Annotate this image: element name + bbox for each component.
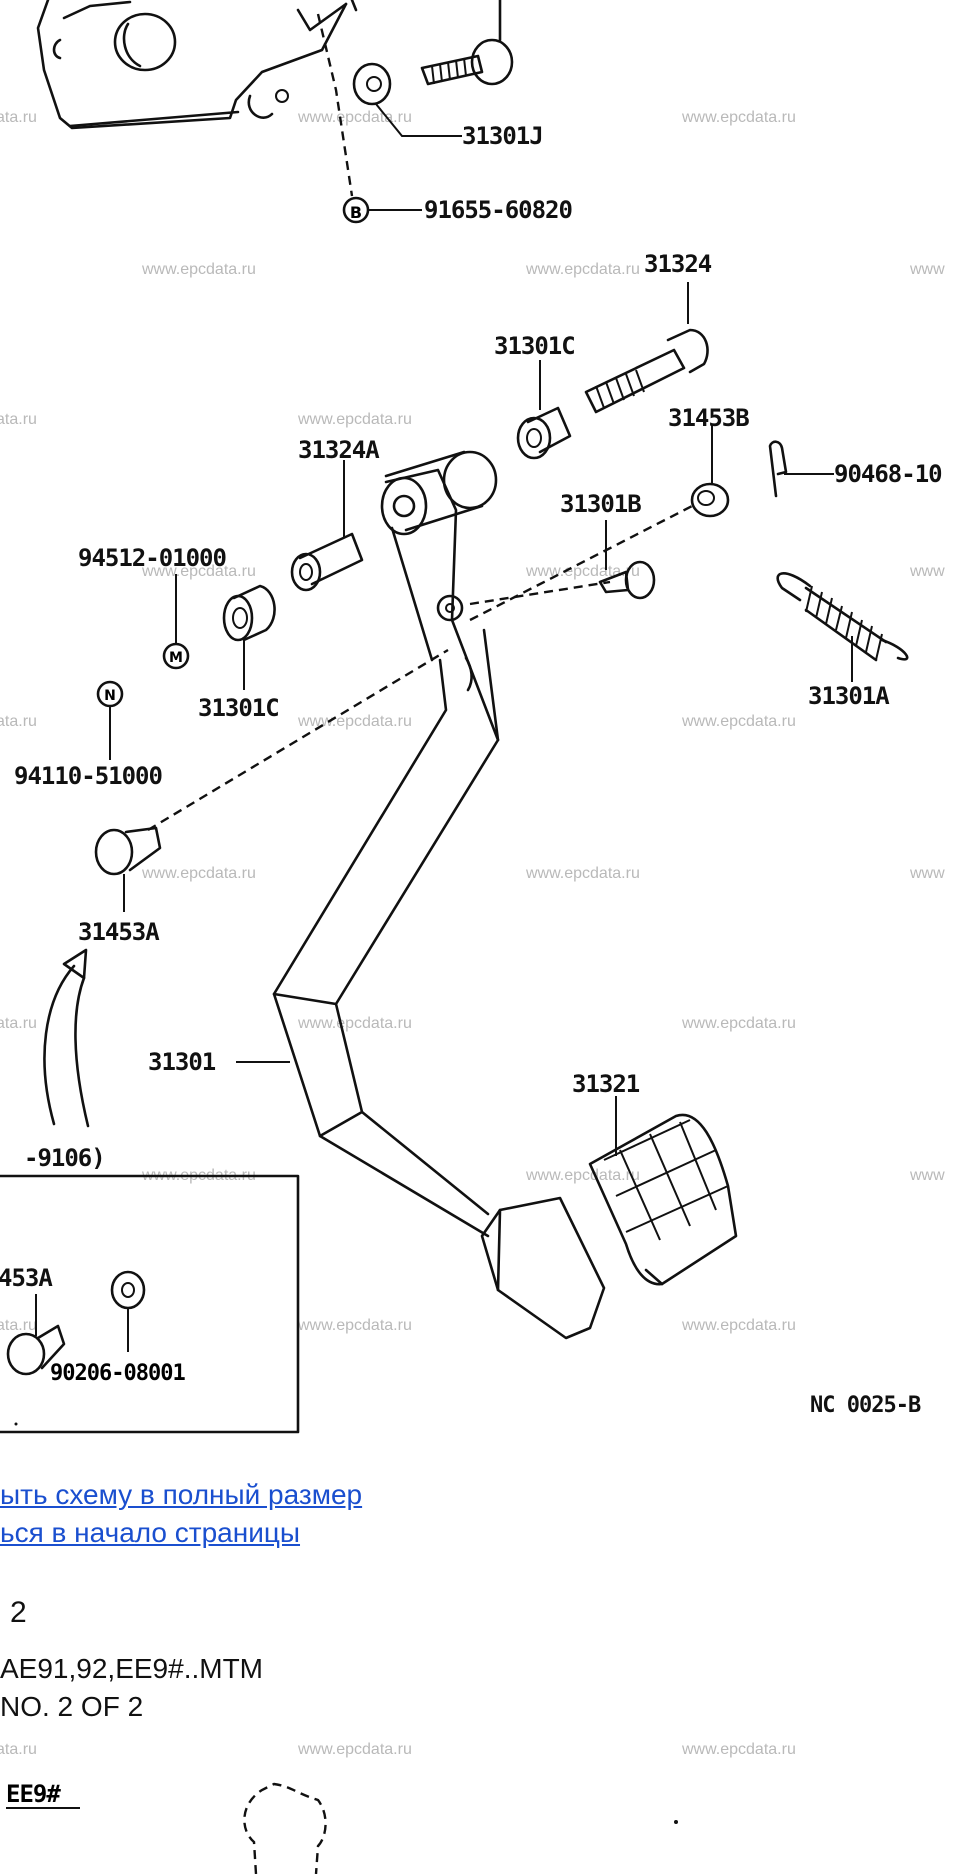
watermark: ata.ru <box>0 713 37 730</box>
watermark: www.epcdata.ru <box>141 865 256 882</box>
part-label-31301J: 31301J <box>462 122 543 150</box>
stopper-drawing <box>598 560 656 600</box>
pivot-bolt-drawing <box>584 316 709 414</box>
pedal-pad-drawing <box>588 1113 738 1286</box>
part-label-31321: 31321 <box>572 1070 640 1098</box>
circle-m-marker <box>162 642 190 670</box>
part-label-31453A: 31453A <box>78 918 160 946</box>
model-line: AE91,92,EE9#..MTM <box>0 1653 264 1684</box>
collar-drawing <box>690 482 730 518</box>
watermark: www.epcdata.ru <box>525 563 640 580</box>
watermark: www <box>909 1167 945 1184</box>
watermark: www.epcdata.ru <box>297 1317 412 1334</box>
tube-drawing <box>290 532 364 592</box>
return-spring-drawing <box>776 572 909 662</box>
open-full-size-link[interactable]: ыть схему в полный размер <box>0 1479 363 1510</box>
circle-m-letter: M <box>169 650 183 666</box>
sheet-line: NO. 2 OF 2 <box>0 1691 144 1722</box>
next-diagram-part-outline <box>243 1782 327 1874</box>
part-label-31301C-top: 31301C <box>494 332 575 360</box>
watermark: www.epcdata.ru <box>681 109 796 126</box>
curved-arrow-icon <box>43 948 90 1128</box>
pedal-bracket-drawing <box>36 0 358 130</box>
part-label-90468: 90468-10 <box>834 460 942 488</box>
assembly-line-dashed <box>469 502 697 622</box>
watermark: www.epcdata.ru <box>297 411 412 428</box>
diagram-code: NC 0025-B <box>810 1393 921 1418</box>
watermarks: ata.ru www.epcdata.ru www.epcdata.ru www… <box>0 109 945 1334</box>
watermark: ata.ru <box>0 1741 37 1758</box>
assembly-line-dashed <box>147 648 449 832</box>
part-label-31453B: 31453B <box>668 404 749 432</box>
watermark: www <box>909 563 945 580</box>
assembly-line-dashed <box>469 580 611 606</box>
watermark: www.epcdata.ru <box>525 1167 640 1184</box>
clip-drawing <box>768 440 788 498</box>
model-info: AE91,92,EE9#..MTM NO. 2 OF 2 <box>0 1650 263 1726</box>
back-to-top-link[interactable]: ься в начало страницы <box>0 1517 301 1548</box>
watermark: www.epcdata.ru <box>297 1015 412 1032</box>
circle-b-letter: B <box>350 203 362 222</box>
watermark: www.epcdata.ru <box>297 109 412 126</box>
watermark: www.epcdata.ru <box>681 1741 796 1758</box>
part-label-31301: 31301 <box>148 1048 216 1076</box>
part-label-31301C-low: 31301C <box>198 694 279 722</box>
watermark: www.epcdata.ru <box>525 261 640 278</box>
watermark: ata.ru <box>0 1015 37 1032</box>
watermark: www <box>909 261 945 278</box>
circle-n-letter: N <box>104 688 116 704</box>
part-label-31301B: 31301B <box>560 490 641 518</box>
part-label-9106: -9106) <box>24 1144 105 1172</box>
watermark: www.epcdata.ru <box>141 261 256 278</box>
inset-washer-drawing <box>110 1270 146 1310</box>
leader-31301J <box>375 103 462 137</box>
leader-dashed <box>316 13 354 197</box>
watermark: ata.ru <box>0 411 37 428</box>
next-diagram-preview: ata.ru www.epcdata.ru www.epcdata.ru EE9… <box>0 1741 796 1874</box>
part-label-94512-01000: 94512-01000 <box>78 544 226 572</box>
watermark: www.epcdata.ru <box>525 865 640 882</box>
watermark: www.epcdata.ru <box>681 1015 796 1032</box>
page-number: 2 <box>10 1596 27 1629</box>
part-label-94110-51000: 94110-51000 <box>14 762 162 790</box>
parts-diagram: ata.ru www.epcdata.ru www.epcdata.ru www… <box>0 0 945 1434</box>
part-label-31324: 31324 <box>644 250 712 278</box>
part-label-91655-60820: 91655-60820 <box>424 196 572 224</box>
inset-label-453A: 453A <box>0 1264 53 1292</box>
part-label-31324A: 31324A <box>298 436 380 464</box>
clutch-pedal-lever-drawing <box>272 450 606 1340</box>
bushing-top-drawing <box>516 406 572 460</box>
part-label-31301A: 31301A <box>808 682 890 710</box>
watermark: www.epcdata.ru <box>681 713 796 730</box>
diagram-links: ыть схему в полный размер ься в начало с… <box>0 1476 362 1552</box>
watermark: www.epcdata.ru <box>141 563 256 580</box>
inset-label-90206-08001: 90206-08001 <box>50 1361 185 1386</box>
bolt-drawing <box>352 0 514 106</box>
watermark: www.epcdata.ru <box>297 713 412 730</box>
watermark: www.epcdata.ru <box>681 1317 796 1334</box>
watermark: ata.ru <box>0 1317 37 1334</box>
next-diagram-label: EE9# <box>6 1780 61 1808</box>
inset-box: 453A 90206-08001 <box>0 1174 300 1434</box>
watermark: ata.ru <box>0 109 37 126</box>
watermark: www <box>909 865 945 882</box>
shoulder-bolt-drawing <box>94 826 162 876</box>
watermark: www.epcdata.ru <box>297 1741 412 1758</box>
bushing-low-drawing <box>222 584 276 642</box>
inset-bolt-drawing <box>6 1332 46 1376</box>
